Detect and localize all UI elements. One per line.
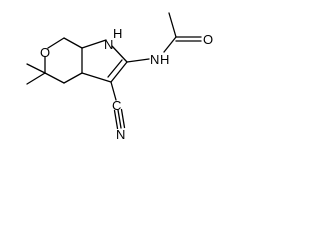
nitrile-triple-3 (113, 109, 119, 130)
pyran-ring (26, 37, 83, 85)
amide-nitrogen-label: N (150, 52, 159, 67)
acetamide-group (126, 12, 202, 63)
pyrrole-ring (81, 39, 128, 83)
bond-ch2-cme2 (44, 72, 65, 84)
bond-co-ch3 (168, 12, 177, 38)
bond-methyl-2 (26, 72, 46, 85)
bond-ch2-fusion-top (63, 37, 83, 49)
bond-fusion-ch2-bottom (63, 72, 83, 84)
pyrrole-hydrogen-label: H (113, 26, 122, 41)
nitrile-group (110, 81, 126, 130)
bond-nh-co (163, 36, 177, 53)
amide-hydrogen-label: H (160, 52, 169, 67)
bond-c2-c3 (110, 61, 128, 83)
bond-o-ch2 (47, 37, 65, 49)
ring-oxygen-label: O (40, 45, 50, 60)
bond-c2-c3-double (107, 59, 123, 78)
carbonyl-oxygen-label: O (203, 32, 213, 47)
bond-c2-nh (126, 58, 150, 63)
nitrile-nitrogen-label: N (116, 127, 125, 142)
chemical-structure: O N H N H O C N (26, 12, 213, 142)
nitrile-triple-2 (120, 108, 126, 129)
pyrrole-nitrogen-label: N (104, 37, 113, 52)
bond-c7a-n1 (81, 39, 107, 49)
bond-n1-c2 (111, 45, 128, 63)
nitrile-carbon-label: C (112, 98, 121, 113)
bond-c3-c3a (81, 72, 112, 83)
bond-c3-cn (110, 81, 117, 101)
bond-methyl-1 (26, 63, 46, 74)
nitrile-triple-1 (117, 109, 122, 129)
